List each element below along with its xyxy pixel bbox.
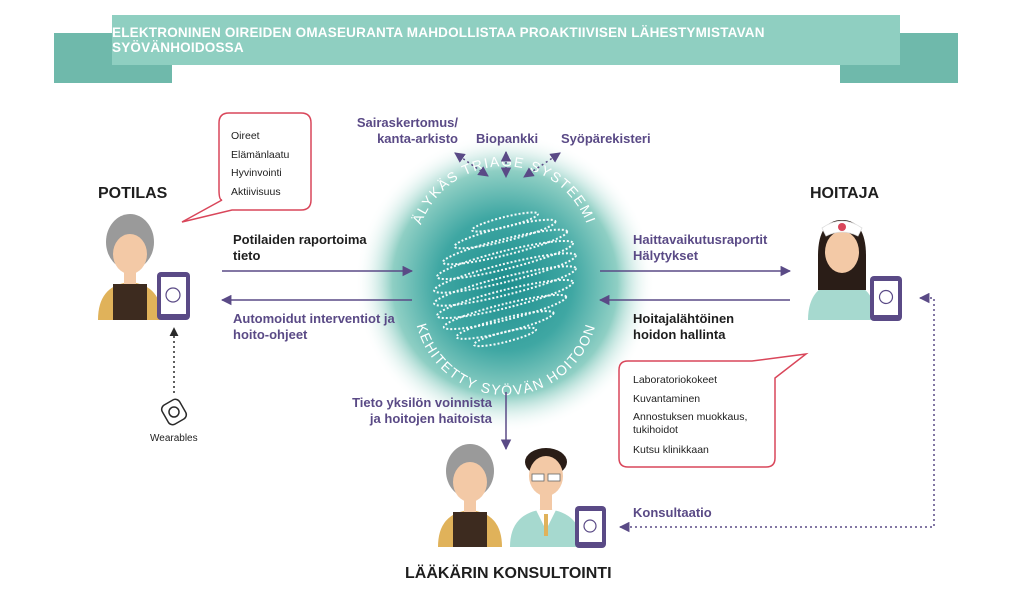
- banner-title: ELEKTRONINEN OIREIDEN OMASEURANTA MAHDOL…: [112, 25, 765, 55]
- flow-individual: Tieto yksilön voinnista ja hoitojen hait…: [352, 395, 492, 426]
- bubble-item: Elämänlaatu: [231, 148, 290, 161]
- source-arrows: [454, 150, 561, 179]
- flow-patient-reported: Potilaiden raportoima tieto: [233, 232, 367, 263]
- bubble-item: Kutsu klinikkaan: [633, 444, 709, 456]
- consultation-loop: [618, 292, 935, 533]
- nurse-avatar: [808, 220, 902, 321]
- consult-patient-avatar: [438, 444, 502, 547]
- banner: ELEKTRONINEN OIREIDEN OMASEURANTA MAHDOL…: [112, 15, 900, 65]
- flow-consultation: Konsultaatio: [633, 505, 712, 520]
- triage-sphere: [433, 211, 577, 348]
- nurse-bubble: [618, 352, 809, 468]
- patient-bubble-list: Oireet Elämänlaatu Hyvinvointi Aktiivisu…: [231, 127, 311, 201]
- source-biobank: Biopankki: [476, 131, 539, 146]
- bubble-item: Oireet: [231, 130, 260, 142]
- patient-bubble: [181, 112, 312, 223]
- bubble-item: Laboratoriokokeet: [633, 374, 718, 386]
- source-registry: Syöpärekisteri: [561, 131, 651, 146]
- flow-side-effects: Haittavaikutusraportit Hälytykset: [633, 232, 768, 263]
- role-patient: POTILAS: [98, 185, 168, 202]
- patient-avatar: [98, 214, 190, 320]
- role-nurse: HOITAJA: [810, 185, 880, 202]
- bubble-item: Hyvinvointi: [231, 167, 282, 179]
- watch-icon: [160, 398, 188, 426]
- source-record: Sairaskertomus/ kanta-arkisto: [356, 115, 458, 146]
- flow-automated: Automoidut interventiot ja hoito-ohjeet: [233, 311, 395, 342]
- wearables-label: Wearables: [150, 433, 198, 444]
- bubble-item: Aktiivisuus: [231, 185, 281, 198]
- flow-nurse-care: Hoitajalähtöinen hoidon hallinta: [633, 311, 735, 342]
- bubble-item: Kuvantaminen: [633, 392, 701, 405]
- role-doctor: LÄÄKÄRIN KONSULTOINTI: [405, 565, 612, 582]
- bubble-item: Annostuksen muokkaus, tukihoidot: [633, 411, 748, 436]
- doctor-avatar: [510, 448, 606, 548]
- nurse-bubble-list: Laboratoriokokeet Kuvantaminen Annostuks…: [633, 371, 765, 460]
